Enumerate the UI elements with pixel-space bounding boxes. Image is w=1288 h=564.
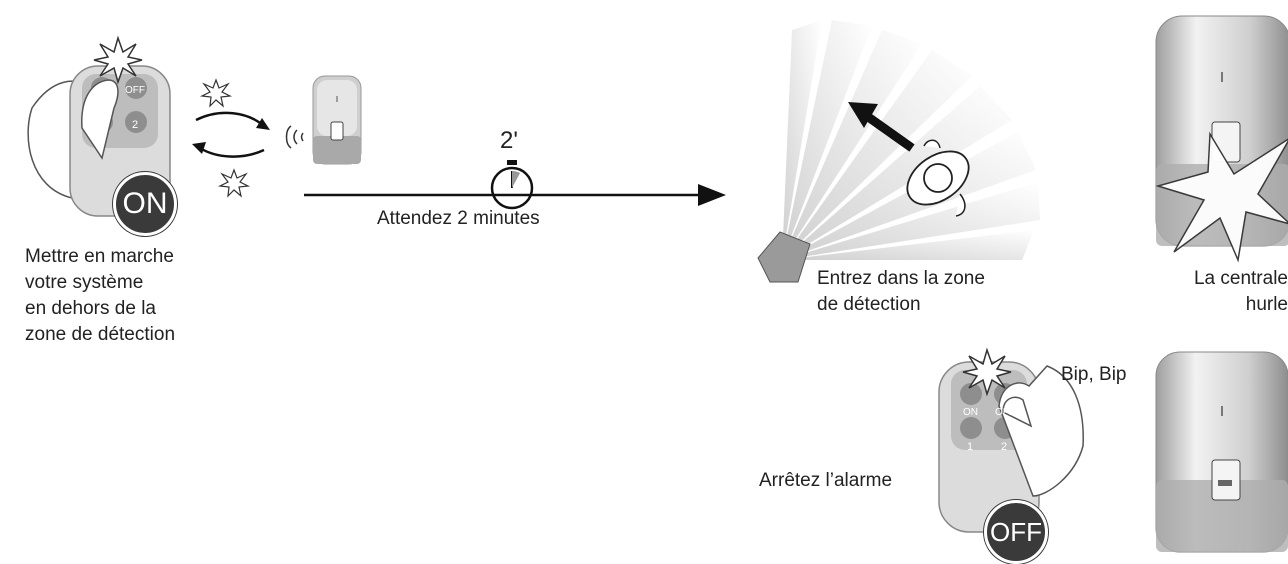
step3-caption-line-1: Entrez dans la zone <box>817 268 985 289</box>
remote-button-off-label-2: OFF <box>995 407 1015 418</box>
stopwatch-icon <box>490 160 534 210</box>
signal-exchange-arrows-icon <box>192 78 270 198</box>
step3-caption: Entrez dans la zone de détection <box>817 266 985 318</box>
step3-caption-line-2: de détection <box>817 294 921 315</box>
remote-button-on-label: ON <box>963 407 978 418</box>
step1-caption: Mettre en marche votre système en dehors… <box>25 244 175 348</box>
step5-caption: Arrêtez l’alarme <box>759 470 893 491</box>
timeline-arrow <box>304 184 726 206</box>
step2-caption: Attendez 2 minutes <box>377 208 540 229</box>
remote-button-2-label-2: 2 <box>1001 441 1008 453</box>
remote-button-2-label: 2 <box>132 119 139 131</box>
off-badge: OFF <box>984 500 1048 564</box>
timer-label: 2' <box>500 127 518 154</box>
step1-caption-line-4: zone de détection <box>25 324 176 345</box>
step4-caption-line-2: hurle <box>1245 294 1288 315</box>
beep-label: Bip, Bip <box>1061 364 1127 385</box>
control-panel-icon <box>1155 351 1288 553</box>
remote-keyfob-icon <box>27 35 171 217</box>
remote-button-off-label: OFF <box>125 85 145 96</box>
step1-caption-line-1: Mettre en marche <box>25 246 174 267</box>
control-panel-small-icon <box>285 75 362 165</box>
control-panel-siren-icon <box>1155 15 1288 263</box>
step4-caption: La centrale hurle <box>1170 266 1288 318</box>
step4-caption-line-1: La centrale <box>1193 268 1288 289</box>
remote-button-1-label: 1 <box>98 119 105 131</box>
remote-keyfob-off-icon <box>938 347 1084 533</box>
remote-button-1-label-2: 1 <box>967 441 974 453</box>
step1-caption-line-2: votre système <box>25 272 144 293</box>
detection-zone-icon <box>757 20 1040 283</box>
on-badge: ON <box>113 172 177 236</box>
step1-caption-line-3: en dehors de la <box>25 298 156 319</box>
